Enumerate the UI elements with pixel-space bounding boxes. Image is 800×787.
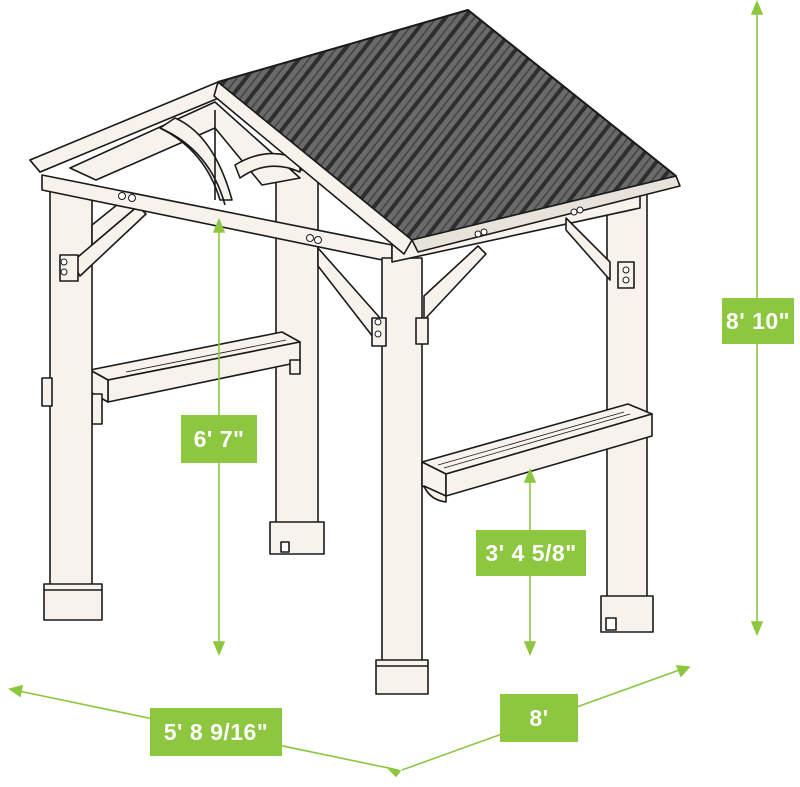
bolts	[60, 192, 630, 338]
width-text: 5' 8 9/16"	[163, 718, 269, 745]
right-bar-counter	[421, 403, 653, 503]
width-arrow-left	[8, 684, 24, 698]
depth-text: 8'	[529, 704, 549, 731]
gazebo-illustration	[29, 9, 681, 695]
right-knee-brace	[565, 217, 635, 289]
clearance-height-label: 6' 7"	[181, 415, 257, 463]
corner-knee-braces	[317, 245, 487, 347]
clearance-height-text: 6' 7"	[193, 425, 245, 452]
bar-height-arrow-bottom	[523, 641, 537, 657]
width-label: 5' 8 9/16"	[150, 708, 282, 756]
back-gable	[69, 101, 301, 201]
overall-height-arrow-bottom	[750, 621, 764, 637]
left-bar-counter	[89, 331, 301, 425]
bar-height-label: 3' 4 5/8"	[476, 530, 586, 576]
depth-label: 8'	[500, 694, 578, 742]
overall-height-label: 8' 10"	[722, 298, 794, 344]
bar-height-text: 3' 4 5/8"	[485, 539, 577, 566]
corner-arrow	[385, 766, 402, 778]
depth-arrow-right	[675, 665, 691, 678]
overall-height-arrow-top	[750, 0, 764, 15]
overall-height-text: 8' 10"	[725, 307, 791, 334]
clearance-height-arrow-top	[212, 217, 226, 233]
back-right-post	[600, 184, 654, 633]
bar-height-arrow-top	[523, 467, 537, 483]
clearance-height-arrow-bottom	[212, 641, 226, 657]
